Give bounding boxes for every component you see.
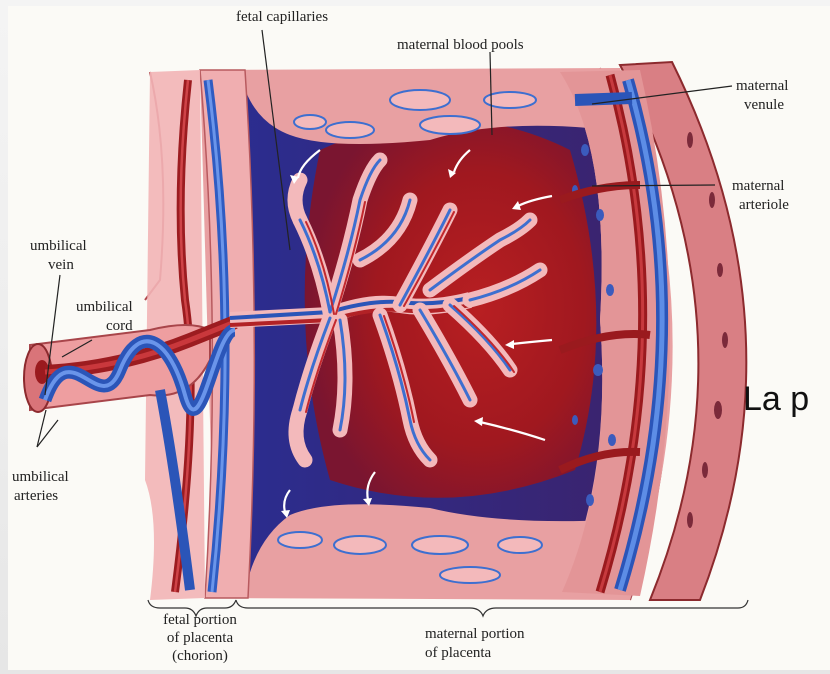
label-fetal-portion-line3: (chorion)	[150, 648, 250, 665]
label-maternal-venule-line1: maternal	[736, 78, 788, 95]
label-fetal-portion-line1: fetal portion	[150, 612, 250, 629]
label-fetal-capillaries: fetal capillaries	[236, 9, 328, 26]
label-umbilical-vein-line1: umbilical	[30, 238, 87, 255]
label-umbilical-cord-line2: cord	[106, 318, 133, 335]
label-maternal-arteriole-line1: maternal	[732, 178, 784, 195]
label-maternal-arteriole-line2: arteriole	[739, 197, 789, 214]
slide-title: La p	[743, 379, 809, 419]
label-umbilical-arteries-line2: arteries	[14, 488, 58, 505]
bracket-maternal	[236, 600, 748, 616]
label-maternal-portion-line1: maternal portion	[425, 626, 525, 643]
label-maternal-blood-pools: maternal blood pools	[397, 37, 524, 54]
label-umbilical-arteries-line1: umbilical	[12, 469, 69, 486]
label-maternal-venule-line2: venule	[744, 97, 784, 114]
label-umbilical-vein-line2: vein	[48, 257, 74, 274]
label-umbilical-cord-line1: umbilical	[76, 299, 133, 316]
label-fetal-portion-line2: of placenta	[150, 630, 250, 647]
label-maternal-portion-line2: of placenta	[425, 645, 491, 662]
